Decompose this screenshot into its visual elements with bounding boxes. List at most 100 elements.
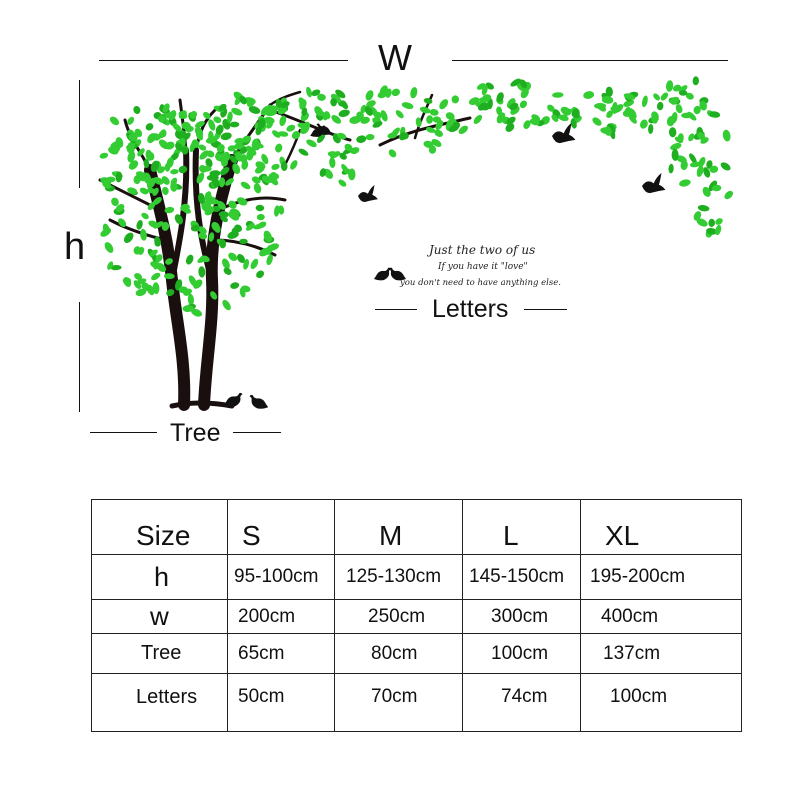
cell-value: 125-130cm: [346, 566, 442, 587]
leaf: [496, 92, 504, 103]
leaf: [99, 152, 109, 159]
leaf: [356, 135, 367, 143]
leaf: [236, 254, 246, 263]
leaf: [194, 121, 205, 128]
leaf: [203, 111, 211, 120]
leaf: [198, 193, 205, 204]
perched-bird: [249, 394, 269, 409]
leaf: [151, 272, 161, 281]
leaf: [668, 163, 674, 174]
leaf: [108, 146, 119, 155]
leaf: [234, 137, 245, 145]
leaf: [257, 118, 266, 129]
letters-dimension-line-right: [524, 309, 567, 311]
leaf: [141, 282, 150, 292]
row-label-w: w: [91, 599, 228, 634]
leaf: [203, 199, 212, 208]
leaf: [523, 120, 531, 129]
leaf: [423, 97, 433, 104]
leaf: [671, 148, 679, 161]
leaf: [251, 176, 261, 184]
leaf: [218, 177, 226, 188]
leaf: [220, 132, 232, 141]
leaf: [280, 161, 288, 171]
leaf: [107, 261, 114, 270]
leaf: [191, 139, 200, 149]
leaf: [146, 187, 156, 194]
leaf: [219, 239, 227, 249]
leaf: [298, 148, 309, 156]
leaf: [274, 205, 280, 217]
leaf: [166, 157, 174, 168]
cell-value: 300cm: [491, 605, 549, 627]
leaf: [271, 163, 280, 170]
leaf: [428, 145, 437, 154]
leaf: [255, 204, 265, 212]
leaf: [109, 116, 120, 126]
leaf: [150, 133, 161, 141]
leaf: [161, 176, 170, 185]
leaf: [128, 133, 138, 142]
leaf: [330, 93, 342, 104]
leaf: [217, 153, 227, 160]
leaf: [256, 213, 265, 221]
leaf: [715, 224, 722, 236]
leaf: [709, 165, 719, 173]
leaf: [227, 145, 236, 152]
leaf: [431, 139, 442, 147]
leaf: [311, 89, 321, 97]
leaf: [708, 180, 718, 192]
leaf: [190, 224, 200, 232]
leaf: [162, 186, 169, 195]
leaf: [200, 255, 210, 263]
row-label-text: h: [154, 561, 170, 592]
leaf: [155, 254, 163, 262]
leaf: [648, 124, 654, 134]
birds: [223, 122, 666, 409]
cell-value: 400cm: [601, 605, 659, 627]
leaf: [434, 129, 443, 137]
leaf: [329, 157, 336, 168]
leaf: [317, 133, 326, 143]
quote-line-3: you don't need to have anything else.: [400, 278, 561, 288]
leaf: [170, 181, 178, 192]
leaf: [261, 153, 269, 165]
perched-bird: [316, 123, 332, 135]
leaf: [344, 143, 353, 152]
leaf: [699, 100, 708, 111]
header-xl-label: XL: [605, 520, 640, 551]
leaf: [677, 133, 684, 144]
leaf: [600, 127, 611, 134]
leaf: [551, 114, 559, 122]
leaf: [323, 168, 334, 179]
tree-dimension-line-left: [90, 432, 157, 434]
leaf: [451, 95, 460, 104]
leaf: [208, 130, 214, 143]
leaf: [317, 93, 326, 101]
cell-value: 250cm: [368, 605, 426, 627]
leaf: [239, 146, 249, 155]
leaf: [175, 142, 183, 151]
cell-letters-xl: 100cm: [580, 673, 742, 732]
width-label: W: [378, 37, 412, 78]
leaf: [145, 149, 153, 161]
tree-dimension-line-right: [233, 432, 281, 434]
leaf: [481, 84, 488, 96]
leaf: [199, 150, 209, 160]
cell-h-l: 145-150cm: [462, 554, 581, 600]
leaf: [360, 116, 370, 124]
leaf: [141, 212, 149, 220]
cell-tree-s: 65cm: [227, 633, 335, 674]
header-cell-m: M: [334, 499, 463, 555]
leaf: [306, 139, 317, 148]
header-cell-size: Size: [91, 499, 228, 555]
leaf: [231, 107, 243, 116]
cell-tree-m: 80cm: [334, 633, 463, 674]
leaf: [152, 197, 162, 205]
leaf: [291, 131, 301, 140]
leaf: [128, 160, 139, 170]
leaf: [152, 282, 160, 295]
leaf: [458, 125, 468, 135]
cell-value: 70cm: [371, 686, 418, 707]
row-label-letters: Letters: [91, 673, 228, 732]
